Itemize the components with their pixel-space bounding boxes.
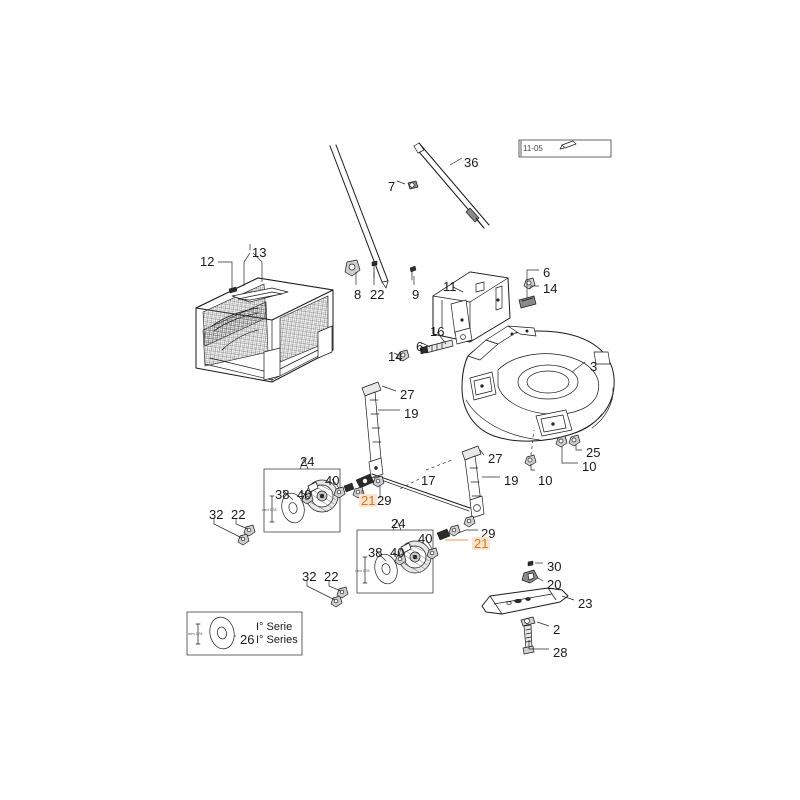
callout-40: 40	[418, 531, 433, 546]
loose-hardware-left-lower	[306, 580, 349, 608]
lever-hardware	[352, 475, 476, 541]
leader-lines-bag	[218, 244, 263, 288]
callout-16: 16	[430, 324, 445, 339]
callout-22: 22	[231, 507, 246, 522]
callout-2: 2	[553, 622, 561, 637]
cutting-blade-group	[481, 560, 569, 655]
callout-11: 11	[443, 279, 457, 294]
callout-38: 38	[275, 487, 290, 502]
callout-27: 27	[400, 387, 415, 402]
serie-label-en: I° Series	[256, 634, 298, 646]
callout-24: 24	[300, 454, 315, 469]
callout-21: 21	[472, 536, 491, 551]
callout-26: 26	[240, 632, 255, 647]
callout-30: 30	[547, 559, 562, 574]
rear-deflector-flap	[432, 271, 511, 345]
wheel-assembly-box-2	[356, 519, 439, 594]
height-adjust-lever-left	[361, 381, 384, 479]
height-adjust-lever-right	[461, 445, 485, 519]
callout-17: 17	[421, 473, 436, 488]
leader-lines-deck	[530, 361, 586, 471]
callout-20: 20	[547, 577, 562, 592]
loose-hardware-left-upper	[213, 518, 256, 546]
callout-40: 40	[390, 545, 405, 560]
callout-27: 27	[488, 451, 503, 466]
callout-24: 24	[391, 516, 406, 531]
serie-label-it: I° Serie	[256, 621, 293, 633]
callout-6: 6	[543, 265, 551, 280]
dimension-wheel-2: mm 178	[355, 568, 370, 573]
callout-23: 23	[578, 596, 593, 611]
callout-7: 7	[388, 179, 396, 194]
callout-25: 25	[586, 445, 601, 460]
callout-13: 13	[252, 245, 267, 260]
leader-lines-levers	[361, 385, 500, 541]
callout-10: 10	[582, 459, 597, 474]
callout-38: 38	[368, 545, 383, 560]
lever-link-rod	[343, 473, 471, 512]
leader-lines-rods	[355, 157, 463, 285]
deck-hardware	[524, 434, 581, 467]
callout-19: 19	[504, 473, 519, 488]
callout-29: 29	[377, 493, 392, 508]
leader-lines-flap	[393, 269, 539, 356]
callout-8: 8	[354, 287, 362, 302]
wheel-assembly-box-1	[263, 458, 346, 533]
callout-22: 22	[324, 569, 339, 584]
callout-12: 12	[200, 254, 215, 269]
revision-code: 11-05	[523, 144, 543, 153]
callout-6: 6	[416, 339, 424, 354]
callout-14: 14	[543, 281, 558, 296]
callout-14: 14	[388, 349, 403, 364]
callout-10: 10	[538, 473, 553, 488]
serie-box	[186, 611, 303, 656]
callout-36: 36	[464, 155, 479, 170]
callout-28: 28	[553, 645, 568, 660]
dimension-serie: mm 178	[188, 631, 203, 636]
callout-40: 40	[325, 473, 340, 488]
grass-collector-bag	[195, 277, 334, 383]
callout-32: 32	[302, 569, 317, 584]
callout-40: 40	[297, 487, 312, 502]
mower-deck-housing	[461, 325, 615, 442]
callout-9: 9	[412, 287, 420, 302]
callout-3: 3	[590, 359, 598, 374]
callout-19: 19	[404, 406, 419, 421]
callout-22: 22	[370, 287, 385, 302]
callout-32: 32	[209, 507, 224, 522]
revision-frame	[518, 139, 612, 158]
leader-lines-blade	[528, 562, 575, 650]
callout-21: 21	[359, 493, 378, 508]
callout-29: 29	[481, 526, 496, 541]
dimension-wheel-1: mm 178	[262, 507, 277, 512]
